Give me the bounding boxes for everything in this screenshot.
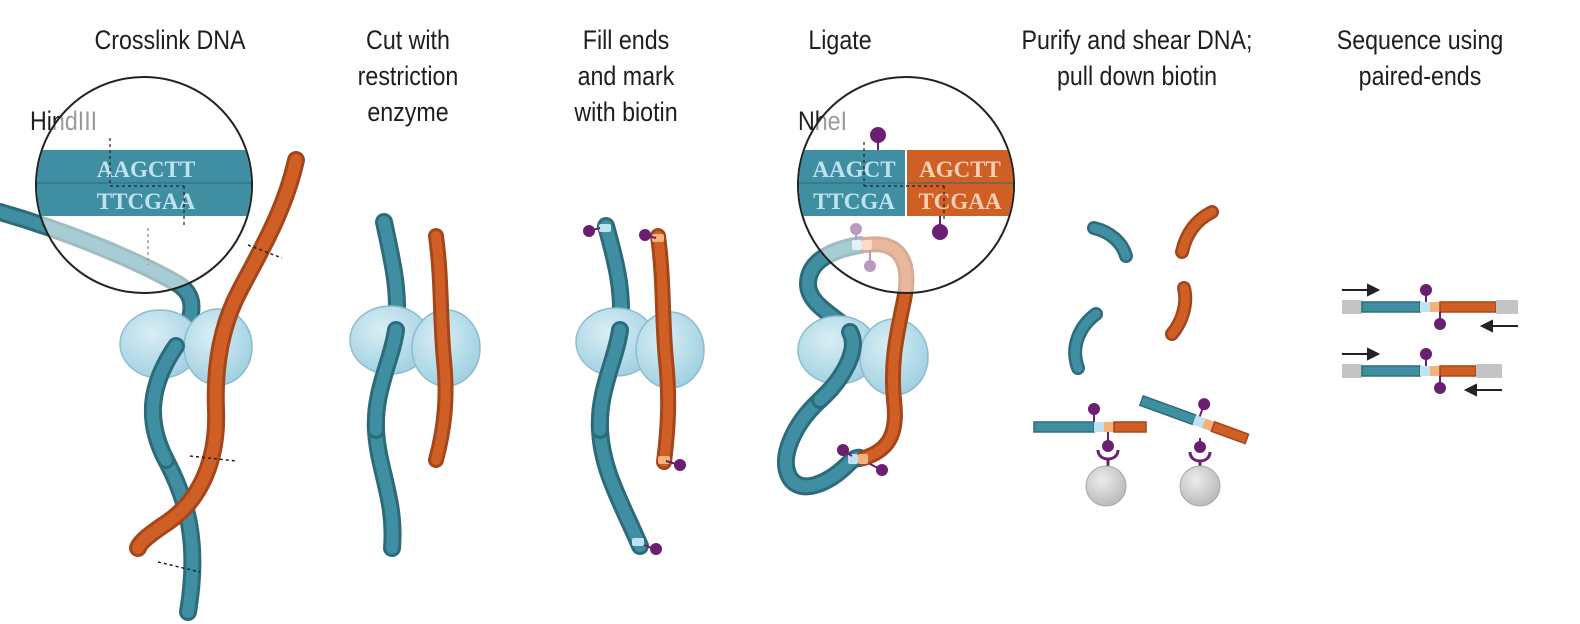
streptavidin-bead <box>1085 465 1127 507</box>
title-line: restriction <box>357 61 459 91</box>
read-arrow-icon <box>1342 347 1502 397</box>
paired-end-read <box>1342 283 1518 333</box>
biotin-pulldown-fragment <box>1138 394 1250 445</box>
title-line: paired-ends <box>1358 61 1482 91</box>
step-sequence <box>1342 283 1518 397</box>
title-line: pull down biotin <box>1056 61 1218 91</box>
nhei-right-top-sequence: AGCTT <box>919 157 1001 182</box>
step-crosslink: AAGCTT TTCGAA <box>0 76 305 621</box>
biotin-icon <box>583 225 686 555</box>
step-title-cut: Cut with restriction enzyme <box>331 22 486 130</box>
hindiii-top-sequence: AAGCTT <box>97 157 195 182</box>
title-line: Purify and shear DNA; <box>1021 25 1253 55</box>
filled-ends <box>599 224 644 546</box>
sheared-fragment <box>1068 205 1219 375</box>
step-title-ligate: Ligate <box>788 22 891 58</box>
paired-end-read <box>1342 347 1502 397</box>
nhei-left-bottom-sequence: TTCGA <box>813 189 895 214</box>
title-line: enzyme <box>367 97 449 127</box>
title-line: Fill ends <box>582 25 670 55</box>
step-title-fill: Fill ends and mark with biotin <box>549 22 704 130</box>
step-ligate: AAGCT TTCGA AGCTT TCGAA <box>777 76 1015 496</box>
nhei-left-top-sequence: AAGCT <box>812 157 895 182</box>
step-purify <box>1033 205 1250 507</box>
step-fill <box>575 217 705 555</box>
title-line: Sequence using <box>1336 25 1504 55</box>
nhei-cut-line <box>863 142 945 222</box>
read-arrow-icon <box>1342 283 1518 333</box>
step-title-sequence: Sequence using paired-ends <box>1317 22 1523 94</box>
biotin-icon <box>870 127 948 240</box>
step-title-crosslink: Crosslink DNA <box>58 22 282 58</box>
biotin-pulldown-fragment <box>1033 403 1147 507</box>
title-line: Ligate <box>808 25 872 55</box>
streptavidin-bead <box>1179 465 1221 507</box>
step-title-purify: Purify and shear DNA; pull down biotin <box>995 22 1279 94</box>
title-line: and mark <box>577 61 675 91</box>
title-line: Cut with <box>366 25 450 55</box>
hindiii-bottom-sequence: TTCGAA <box>97 189 196 214</box>
hindiii-cut-line <box>109 138 185 228</box>
title-line: Crosslink DNA <box>94 25 246 55</box>
step-cut <box>349 213 481 557</box>
title-line: with biotin <box>574 97 678 127</box>
nhei-right-bottom-sequence: TCGAA <box>918 189 1001 214</box>
